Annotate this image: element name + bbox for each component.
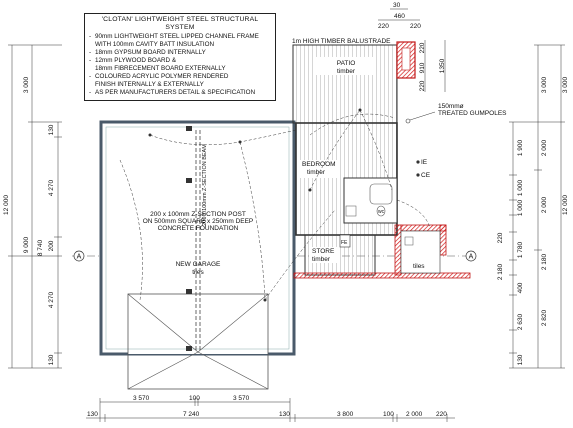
patio-label: PATIO: [337, 60, 356, 67]
spec-title: 'CLOTAN' LIGHTWEIGHT STEEL STRUCTURAL SY…: [101, 16, 259, 31]
dim-left-130-bottom: 130: [48, 354, 55, 365]
dim-tr-220-b: 220: [419, 80, 426, 91]
post-label-2: ON 500mm SQUARE x 250mm DEEP: [143, 218, 254, 225]
bedroom-sub-label: timber: [307, 169, 326, 176]
dim-right-1000-b: 1 000: [517, 199, 524, 216]
gum-poles: 150mmø TREATED GUMPOLES IE CE: [396, 103, 507, 229]
dim-tr-910: 910: [419, 62, 426, 73]
gum-poles-label-2: TREATED GUMPOLES: [438, 110, 507, 117]
left-dimensions: [8, 44, 62, 369]
dim-right-1900: 1 900: [517, 139, 524, 156]
ce-label: CE: [421, 172, 431, 179]
ie-label: IE: [421, 159, 428, 166]
store-sub-label: timber: [312, 256, 331, 263]
dim-right-2000-a: 2 000: [541, 139, 548, 156]
grid-a-label-right: A: [469, 254, 474, 261]
dim-right-2630: 2 630: [517, 313, 524, 330]
balustrade-label: 1m HIGH TIMBER BALUSTRADE: [292, 38, 391, 45]
dim-right-2180: 2 180: [541, 253, 548, 270]
dim-left-upper: 3 000: [23, 76, 30, 93]
spec-line: FINISH INTERNALLY & EXTERNALLY: [95, 81, 204, 88]
dim-right-2820: 2 820: [541, 309, 548, 326]
store-label: STORE: [312, 248, 335, 255]
dim-right-2000-b: 2 000: [541, 196, 548, 213]
garage-label: NEW GARAGE: [176, 261, 221, 268]
dim-left-130-top: 130: [48, 124, 55, 135]
dim-bottom-100: 100: [383, 411, 394, 418]
dim-top-460: 460: [394, 13, 405, 20]
spec-line: 12mm PLYWOOD BOARD &: [89, 57, 271, 65]
dim-right-1780: 1 780: [517, 241, 524, 258]
spec-list: 90mm LIGHTWEIGHT STEEL LIPPED CHANNEL FR…: [89, 33, 271, 97]
dim-left-200: 200: [48, 240, 55, 251]
store: STORE timber FE: [304, 234, 376, 276]
grid-a-label-left: A: [77, 254, 82, 261]
bottom-dimension-labels: 3 570 100 3 570 130 7 240 130 3 800 100 …: [87, 395, 447, 418]
dim-right-400: 400: [517, 282, 524, 293]
dim-top-220-r: 220: [410, 23, 421, 30]
dim-bottom-130-l: 130: [87, 411, 98, 418]
dim-top-30: 30: [393, 2, 401, 9]
dim-bottom-3570-r: 3 570: [233, 395, 250, 402]
dim-right-220: 220: [497, 232, 504, 243]
spec-line: COLOURED ACRYLIC POLYMER RENDERED: [89, 73, 271, 81]
spec-line: 18mm FIBRECEMENT BOARD EXTERNALLY: [95, 65, 226, 72]
dim-top-220-l: 220: [378, 23, 389, 30]
bedroom-label: BEDROOM: [302, 161, 336, 168]
dim-bottom-3800: 3 800: [337, 411, 354, 418]
spec-notes: 'CLOTAN' LIGHTWEIGHT STEEL STRUCTURAL SY…: [84, 13, 276, 101]
dim-bottom-2000: 2 000: [406, 411, 423, 418]
dim-bottom-130-m: 130: [279, 411, 290, 418]
gum-poles-label-1: 150mmø: [438, 103, 464, 110]
bottom-dimensions: [86, 398, 455, 422]
left-dimension-labels: 12 000 3 000 9 000 130 4 270 200 8 740 4…: [3, 76, 55, 365]
dim-bottom-3570-l: 3 570: [133, 395, 150, 402]
garage: 200 x 100mm Z-SECTION BEAM 200 x 100mm Z…: [99, 120, 336, 390]
right-dimensions: [509, 44, 565, 369]
patio: PATIO timber 1m HIGH TIMBER BALUSTRADE: [292, 38, 416, 124]
spec-line: AS PER MANUFACTURERS DETAIL & SPECIFICAT…: [89, 89, 271, 97]
spec-line: 18mm GYPSUM BOARD INTERNALLY: [89, 49, 271, 57]
post-label-3: CONCRETE FOUNDATION: [158, 225, 239, 232]
dim-right-3000-top: 3 000: [541, 76, 548, 93]
dim-bottom-220: 220: [436, 411, 447, 418]
dim-right-1560: 2 180: [497, 263, 504, 280]
dim-bottom-100-mid: 100: [189, 395, 200, 402]
post-label-1: 200 x 100mm Z-SECTION POST: [150, 211, 246, 218]
dim-left-lower: 9 000: [23, 236, 30, 253]
top-dimensions: [378, 8, 446, 92]
top-dimension-labels: 30 460 220 220 220 910 220 1350: [378, 2, 446, 91]
dim-left-overall: 12 000: [3, 195, 10, 215]
beam-label: 200 x 100mm Z-SECTION BEAM: [202, 144, 208, 226]
spec-line: 90mm LIGHTWEIGHT STEEL LIPPED CHANNEL FR…: [89, 33, 271, 41]
dim-tr-1350: 1350: [439, 58, 446, 73]
dim-bottom-7240: 7 240: [183, 411, 200, 418]
dim-right-3000-far: 3 000: [562, 76, 569, 93]
dim-right-130: 130: [517, 354, 524, 365]
dim-right-12000: 12 000: [562, 195, 569, 215]
dim-tr-220-a: 220: [419, 42, 426, 53]
fe-label: FE: [341, 240, 348, 246]
dim-left-4270-top: 4 270: [48, 179, 55, 196]
dim-right-1000-a: 1 000: [517, 179, 524, 196]
wc-label: wc: [378, 209, 385, 215]
tiled-area: tiles: [400, 230, 441, 274]
patio-sub-label: timber: [337, 68, 356, 75]
dim-left-4270-bottom: 4 270: [48, 291, 55, 308]
spec-line: WITH 100mm CAVITY BATT INSULATION: [95, 41, 215, 48]
right-dimension-labels: 1 900 1 000 1 000 220 1 780 2 180 400 2 …: [497, 76, 569, 365]
tiles-right-label: tiles: [413, 263, 425, 270]
dim-left-8740: 8 740: [37, 239, 44, 256]
bedroom: BEDROOM timber wc: [295, 108, 398, 236]
garage-sub-label: tiles: [192, 269, 204, 276]
